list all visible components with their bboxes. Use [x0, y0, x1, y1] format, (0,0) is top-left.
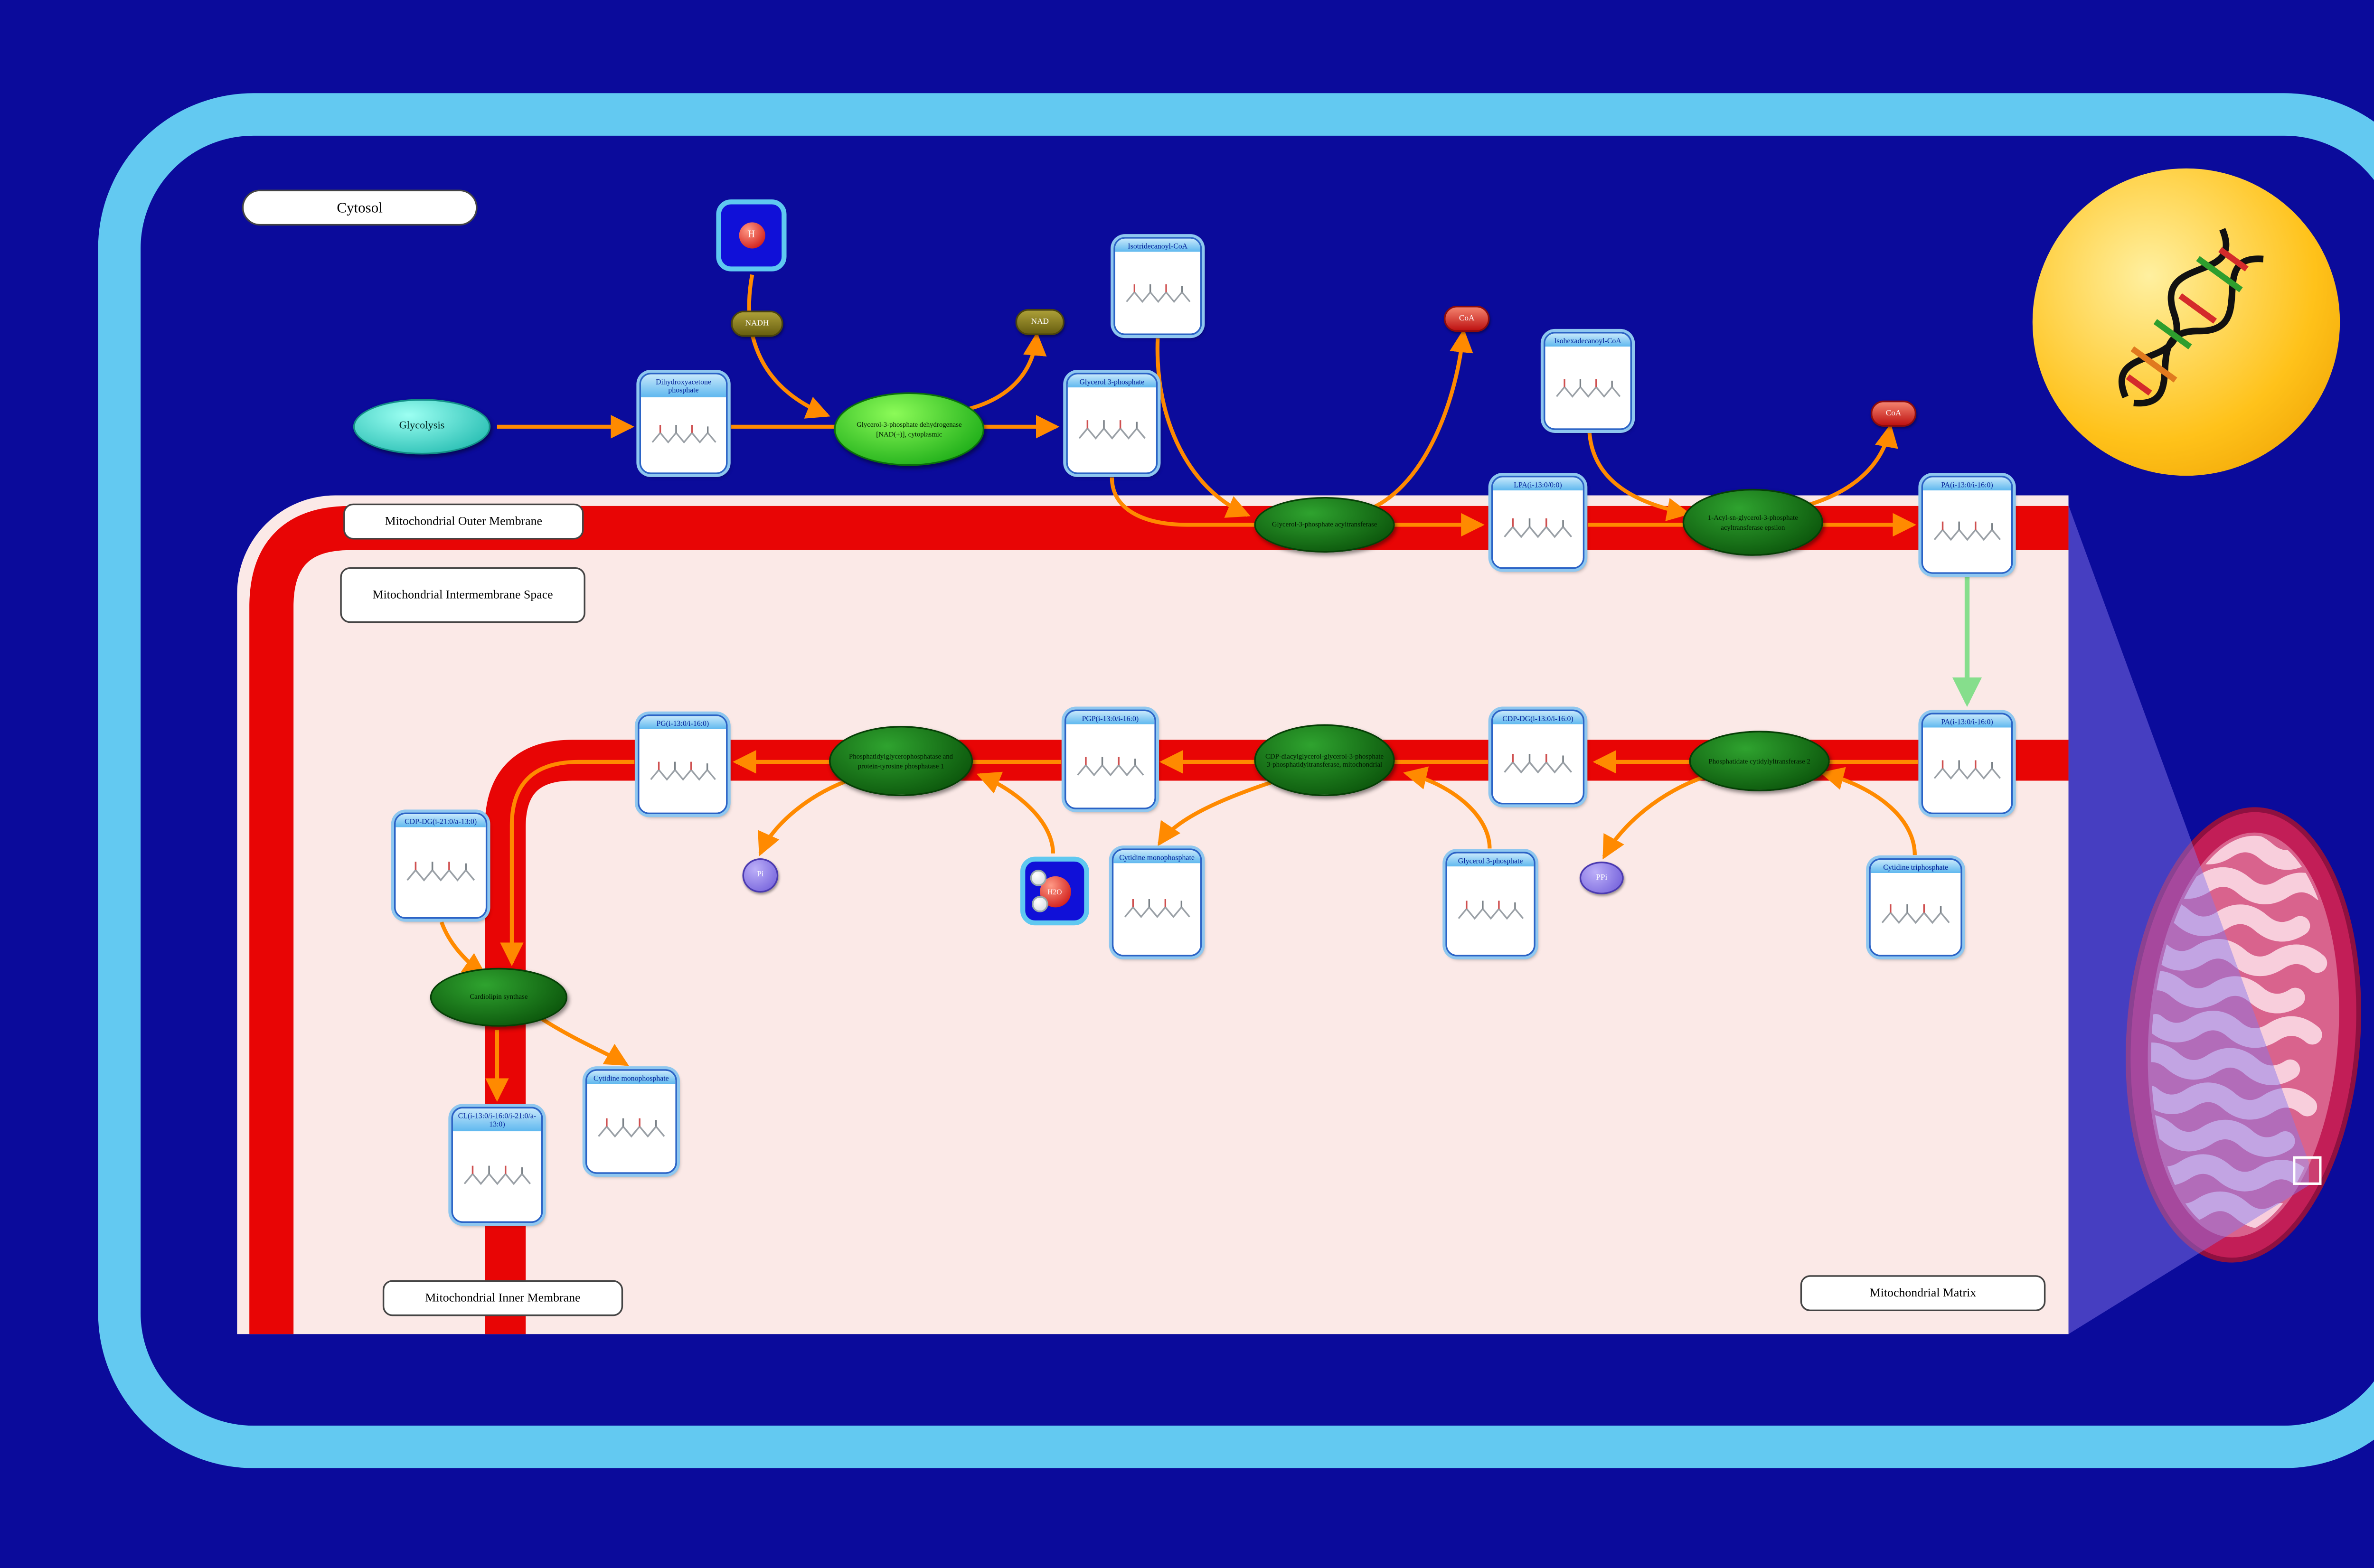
chemical-structure-icon — [1066, 725, 1155, 808]
proton-icon: H — [738, 222, 765, 249]
chemical-structure-icon — [641, 397, 726, 473]
chemical-structure-icon — [1870, 873, 1961, 955]
enzyme-gpat[interactable]: Glycerol-3-phosphate acyltransferase — [1254, 497, 1395, 553]
cofactor-pi-label: Pi — [757, 871, 764, 880]
label-cytosol: Cytosol — [242, 189, 478, 226]
cofactor-coa-1-label: CoA — [1459, 314, 1475, 323]
metabolite-dhap-label: Dihydroxyacetone phosphate — [641, 374, 726, 397]
cofactor-nadh[interactable]: NADH — [731, 310, 783, 337]
metabolite-isohexadecanoyl-coa-label: Isohexadecanoyl-CoA — [1545, 333, 1630, 347]
metabolite-cmp-1-label: Cytidine monophosphate — [1113, 850, 1200, 864]
label-outer-membrane-text: Mitochondrial Outer Membrane — [385, 513, 543, 528]
cofactor-pi[interactable]: Pi — [742, 858, 779, 893]
dna-helix-icon — [2119, 228, 2264, 407]
metabolite-g3p-cytosol[interactable]: Glycerol 3-phosphate — [1066, 373, 1158, 474]
chemical-structure-icon — [396, 828, 486, 918]
chemical-structure-icon — [1493, 725, 1583, 803]
metabolite-g3p-matrix-label: Glycerol 3-phosphate — [1447, 853, 1534, 867]
metabolite-cmp-2[interactable]: Cytidine monophosphate — [585, 1069, 677, 1174]
cofactor-h2o[interactable]: H2O — [1020, 856, 1089, 926]
metabolite-pg[interactable]: PG(i-13:0/i-16:0) — [638, 714, 728, 815]
label-outer-membrane: Mitochondrial Outer Membrane — [343, 503, 584, 540]
enzyme-cls[interactable]: Cardiolipin synthase — [430, 967, 568, 1027]
chemical-structure-icon — [1493, 491, 1583, 568]
cofactor-ppi[interactable]: PPi — [1579, 861, 1624, 894]
chemical-structure-icon — [1113, 864, 1200, 955]
metabolite-g3p-matrix[interactable]: Glycerol 3-phosphate — [1445, 852, 1536, 957]
chemical-structure-icon — [639, 730, 726, 813]
cofactor-coa-1[interactable]: CoA — [1443, 306, 1490, 332]
cofactor-coa-2[interactable]: CoA — [1870, 400, 1917, 427]
metabolite-pgp[interactable]: PGP(i-13:0/i-16:0) — [1064, 709, 1156, 809]
cell-membrane — [98, 93, 2374, 1468]
chemical-structure-icon — [1923, 728, 2011, 813]
label-intermembrane-space: Mitochondrial Intermembrane Space — [340, 567, 585, 623]
metabolite-cl[interactable]: CL(i-13:0/i-16:0/i-21:0/a-13:0) — [451, 1107, 543, 1223]
metabolite-cdp-dg-1[interactable]: CDP-DG(i-13:0/i-16:0) — [1491, 709, 1585, 805]
chemical-structure-icon — [1545, 347, 1630, 429]
metabolite-isotridecanoyl-coa-label: Isotridecanoyl-CoA — [1115, 238, 1200, 253]
label-matrix-text: Mitochondrial Matrix — [1869, 1284, 1977, 1299]
metabolite-g3p-cytosol-label: Glycerol 3-phosphate — [1067, 374, 1156, 388]
metabolite-isotridecanoyl-coa[interactable]: Isotridecanoyl-CoA — [1113, 237, 1202, 335]
enzyme-ptpmt1-label: Phosphatidylglycerophosphatase and prote… — [849, 752, 953, 770]
metabolite-lpa[interactable]: LPA(i-13:0/0:0) — [1491, 476, 1585, 569]
enzyme-agpat-label: 1-Acyl-sn-glycerol-3-phosphate acyltrans… — [1707, 514, 1798, 531]
chemical-structure-icon — [1067, 388, 1156, 473]
label-inner-membrane-text: Mitochondrial Inner Membrane — [425, 1289, 581, 1305]
cofactor-ppi-label: PPi — [1596, 873, 1608, 882]
metabolite-cdp-dg-1-label: CDP-DG(i-13:0/i-16:0) — [1493, 711, 1583, 725]
metabolite-cmp-1[interactable]: Cytidine monophosphate — [1112, 848, 1202, 957]
metabolite-pa-inner[interactable]: PA(i-13:0/i-16:0) — [1921, 713, 2013, 815]
label-inner-membrane: Mitochondrial Inner Membrane — [382, 1280, 623, 1316]
water-molecule-icon: H2O — [1030, 866, 1079, 915]
chemical-structure-icon — [452, 1131, 541, 1221]
enzyme-gpd1[interactable]: Glycerol-3-phosphate dehydrogenase [NAD(… — [834, 392, 985, 466]
metabolite-pgp-label: PGP(i-13:0/i-16:0) — [1066, 711, 1155, 725]
cofactor-coa-2-label: CoA — [1885, 409, 1902, 418]
cofactor-nad[interactable]: NAD — [1015, 309, 1065, 335]
enzyme-gpd1-label: Glycerol-3-phosphate dehydrogenase [NAD(… — [857, 421, 962, 438]
cofactor-h2o-label: H2O — [1047, 887, 1062, 895]
label-cytosol-text: Cytosol — [337, 199, 383, 216]
metabolite-pa-outer-label: PA(i-13:0/i-16:0) — [1923, 477, 2011, 491]
metabolite-pa-outer[interactable]: PA(i-13:0/i-16:0) — [1921, 476, 2013, 574]
enzyme-cls-label: Cardiolipin synthase — [470, 993, 528, 1002]
metabolite-ctp-label: Cytidine triphosphate — [1870, 860, 1961, 874]
metabolite-cl-label: CL(i-13:0/i-16:0/i-21:0/a-13:0) — [452, 1108, 541, 1131]
metabolite-dhap[interactable]: Dihydroxyacetone phosphate — [639, 373, 728, 474]
enzyme-gpat-label: Glycerol-3-phosphate acyltransferase — [1272, 520, 1377, 529]
metabolite-cdp-dg-2-label: CDP-DG(i-21:0/a-13:0) — [396, 814, 486, 828]
cofactor-nadh-label: NADH — [745, 319, 769, 328]
metabolite-lpa-label: LPA(i-13:0/0:0) — [1493, 477, 1583, 491]
metabolite-cmp-2-label: Cytidine monophosphate — [587, 1070, 676, 1085]
cofactor-h-label: H — [747, 230, 755, 241]
label-matrix: Mitochondrial Matrix — [1800, 1275, 2046, 1312]
metabolite-cdp-dg-2[interactable]: CDP-DG(i-21:0/a-13:0) — [394, 812, 488, 919]
enzyme-agpat[interactable]: 1-Acyl-sn-glycerol-3-phosphate acyltrans… — [1682, 488, 1823, 556]
cofactor-h-proton[interactable]: H — [716, 199, 787, 272]
label-intermembrane-space-text: Mitochondrial Intermembrane Space — [372, 586, 553, 601]
enzyme-ptpmt1[interactable]: Phosphatidylglycerophosphatase and prote… — [829, 726, 973, 797]
enzyme-pgps-label: CDP-diacylglycerol-glycerol-3-phosphate … — [1265, 751, 1384, 769]
metabolite-ctp[interactable]: Cytidine triphosphate — [1869, 858, 1962, 957]
metabolite-pa-inner-label: PA(i-13:0/i-16:0) — [1923, 714, 2011, 728]
metabolite-isohexadecanoyl-coa[interactable]: Isohexadecanoyl-CoA — [1544, 332, 1632, 430]
hydrogen-atom-icon — [1032, 896, 1048, 912]
pathway-glycolysis-label: Glycolysis — [399, 420, 445, 432]
metabolite-pg-label: PG(i-13:0/i-16:0) — [639, 716, 726, 730]
enzyme-cds2[interactable]: Phosphatidate cytidylyltransferase 2 — [1689, 731, 1830, 791]
chemical-structure-icon — [1447, 867, 1534, 955]
enzyme-pgps[interactable]: CDP-diacylglycerol-glycerol-3-phosphate … — [1254, 724, 1395, 797]
pathway-node-glycolysis[interactable]: Glycolysis — [353, 399, 491, 455]
enzyme-cds2-label: Phosphatidate cytidylyltransferase 2 — [1708, 757, 1810, 765]
chemical-structure-icon — [1115, 252, 1200, 334]
chemical-structure-icon — [1923, 491, 2011, 573]
chemical-structure-icon — [587, 1084, 676, 1173]
cofactor-nad-label: NAD — [1031, 318, 1049, 327]
nucleus — [2032, 168, 2340, 476]
hydrogen-atom-icon — [1030, 870, 1047, 886]
